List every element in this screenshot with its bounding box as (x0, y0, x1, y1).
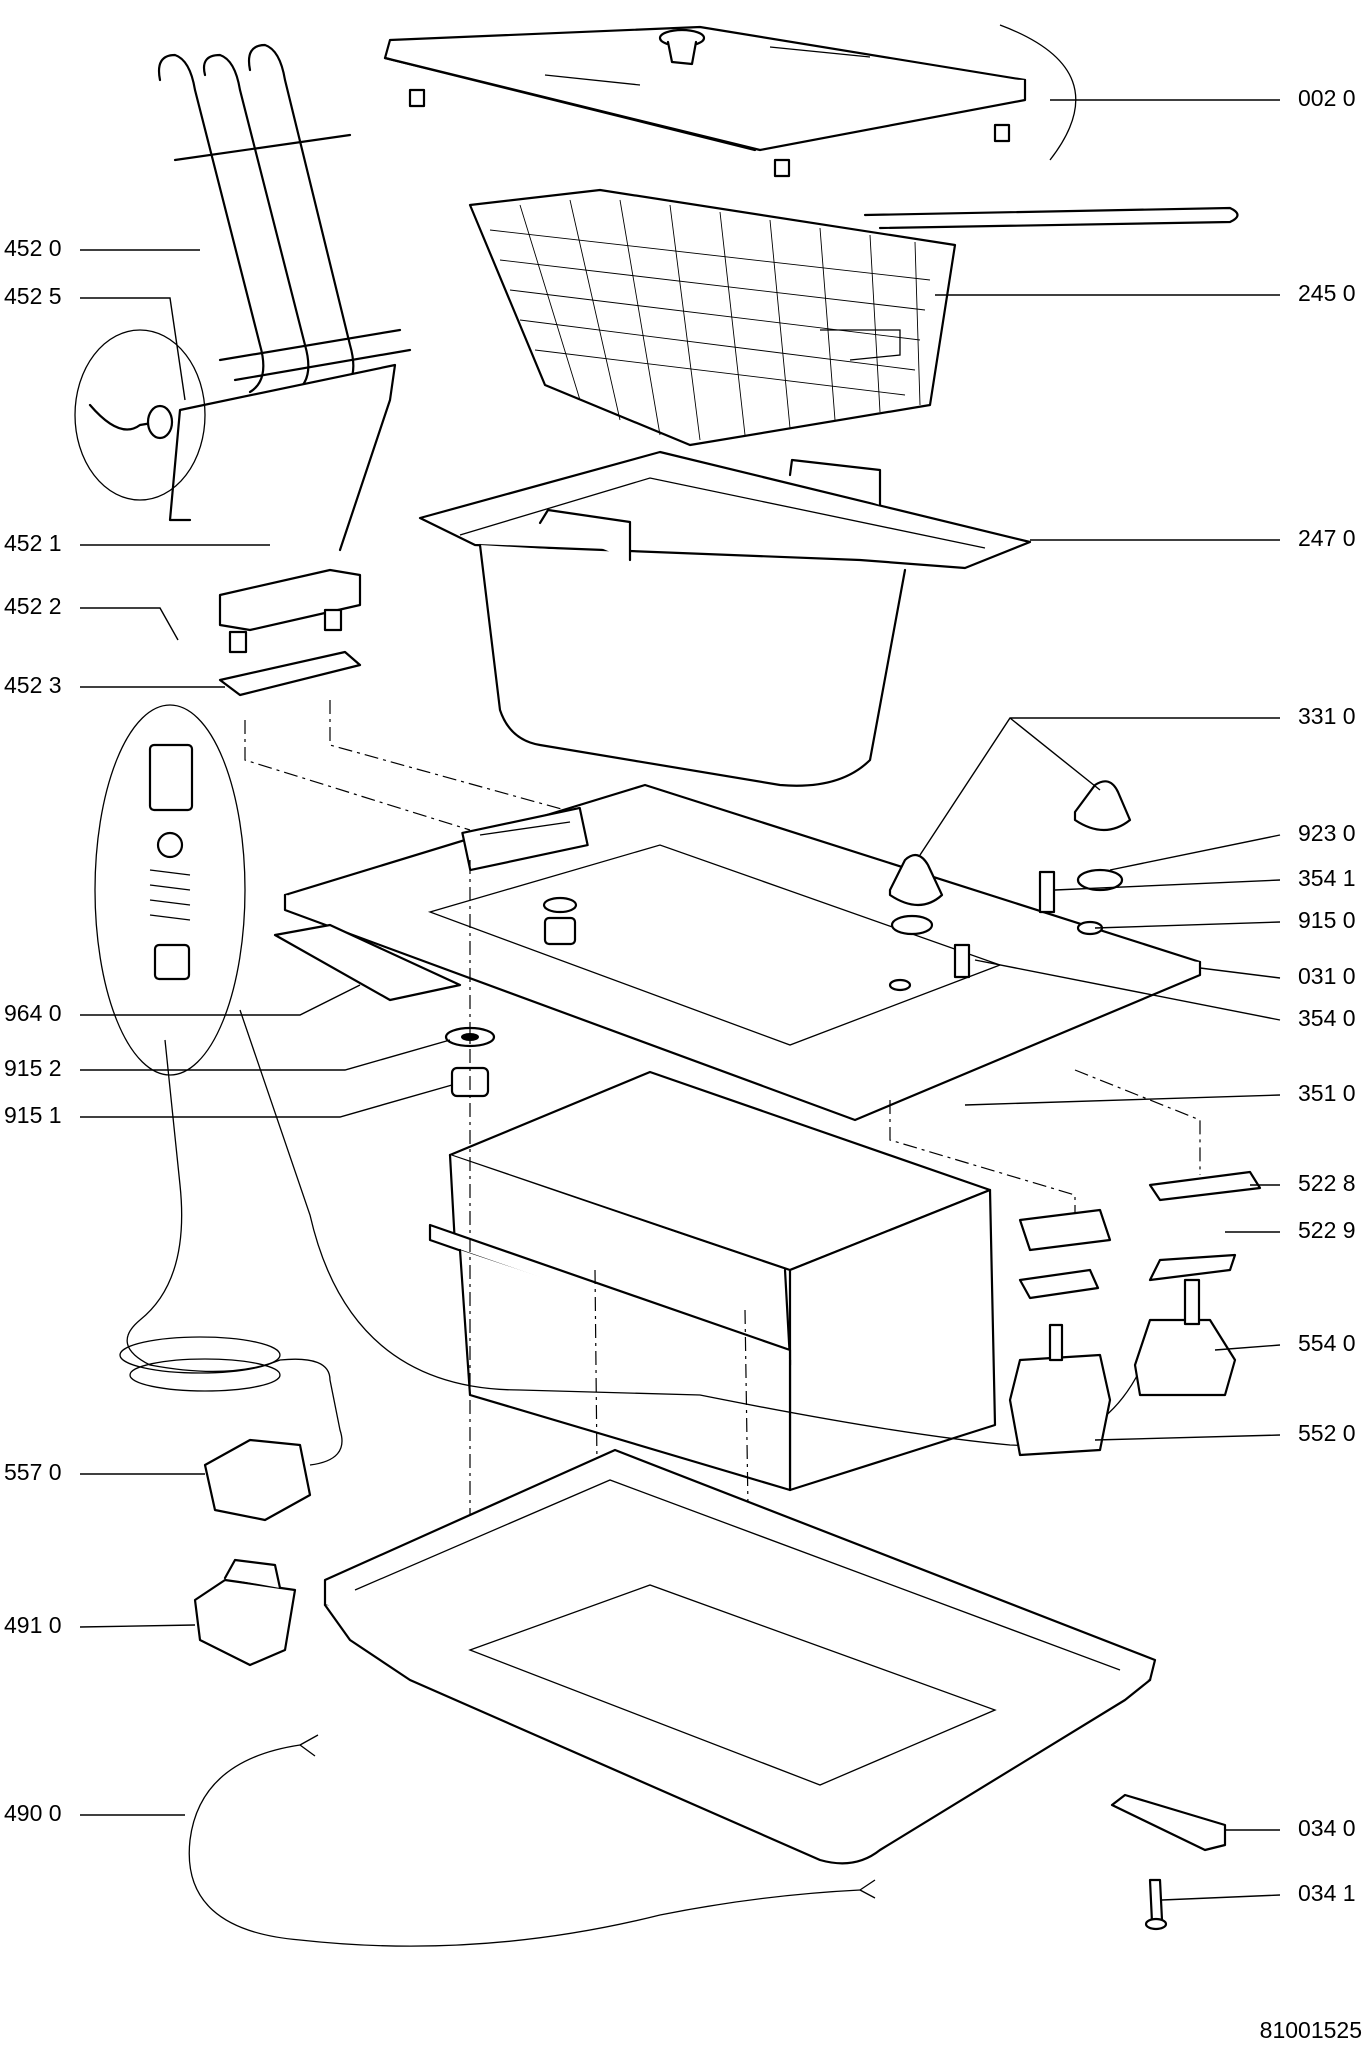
part-label-lid: 002 0 (1298, 85, 1356, 111)
part-label-thermostat: 554 0 (1298, 1330, 1356, 1356)
part-label-top-plate: 031 0 (1298, 963, 1356, 989)
controls-drawing (193, 1170, 1262, 1667)
part-label-element-detail: 452 5 (4, 283, 62, 309)
part-label-spindle-a: 354 1 (1298, 865, 1356, 891)
part-label-seal: 964 0 (4, 1000, 62, 1026)
part-label-mains-cable: 490 0 (4, 1800, 62, 1826)
part-label-element-pin: 452 2 (4, 593, 62, 619)
part-label-lamp: 351 0 (1298, 1080, 1356, 1106)
figure-code: 81001525 (1260, 2017, 1362, 2043)
leader-lines (79, 99, 1281, 1901)
part-label-knobs: 331 0 (1298, 703, 1356, 729)
part-label-washer-a: 915 0 (1298, 907, 1356, 933)
part-label-screw: 034 1 (1298, 1880, 1356, 1906)
lid-drawing (383, 24, 1077, 178)
part-label-element: 452 0 (4, 235, 62, 261)
clamp-drawing (1110, 1793, 1227, 1931)
knob-drawing (888, 780, 1132, 936)
part-label-gasket-b: 522 9 (1298, 1217, 1356, 1243)
part-label-switch: 552 0 (1298, 1420, 1356, 1446)
part-label-element-plate: 452 3 (4, 672, 62, 698)
base-drawing (323, 1448, 1157, 1865)
part-label-washer-b: 915 2 (4, 1055, 62, 1081)
nut-drawing (444, 1026, 496, 1098)
part-labels: 002 0 245 0 247 0 331 0 923 0 354 1 915 … (4, 85, 1362, 2043)
part-label-element-bracket: 452 1 (4, 530, 62, 556)
small-parts-drawing (542, 870, 1104, 992)
oil-tank-drawing (418, 450, 1032, 787)
inner-housing-drawing (428, 1070, 997, 1492)
heating-element-drawing (74, 43, 412, 1076)
top-plate-drawing (283, 783, 1202, 1122)
part-label-connector: 491 0 (4, 1612, 62, 1638)
part-label-gasket-a: 522 8 (1298, 1170, 1356, 1196)
part-label-oil-tank: 247 0 (1298, 525, 1356, 551)
part-label-nut: 915 1 (4, 1102, 62, 1128)
basket-drawing (468, 188, 1239, 447)
seal-drawing (273, 923, 462, 1002)
part-label-basket: 245 0 (1298, 280, 1356, 306)
part-label-knob-washer: 923 0 (1298, 820, 1356, 846)
mains-cable-drawing (188, 1734, 876, 1947)
part-label-safety-thermostat: 557 0 (4, 1459, 62, 1485)
part-label-spindle-b: 354 0 (1298, 1005, 1356, 1031)
part-label-cable-clamp: 034 0 (1298, 1815, 1356, 1841)
